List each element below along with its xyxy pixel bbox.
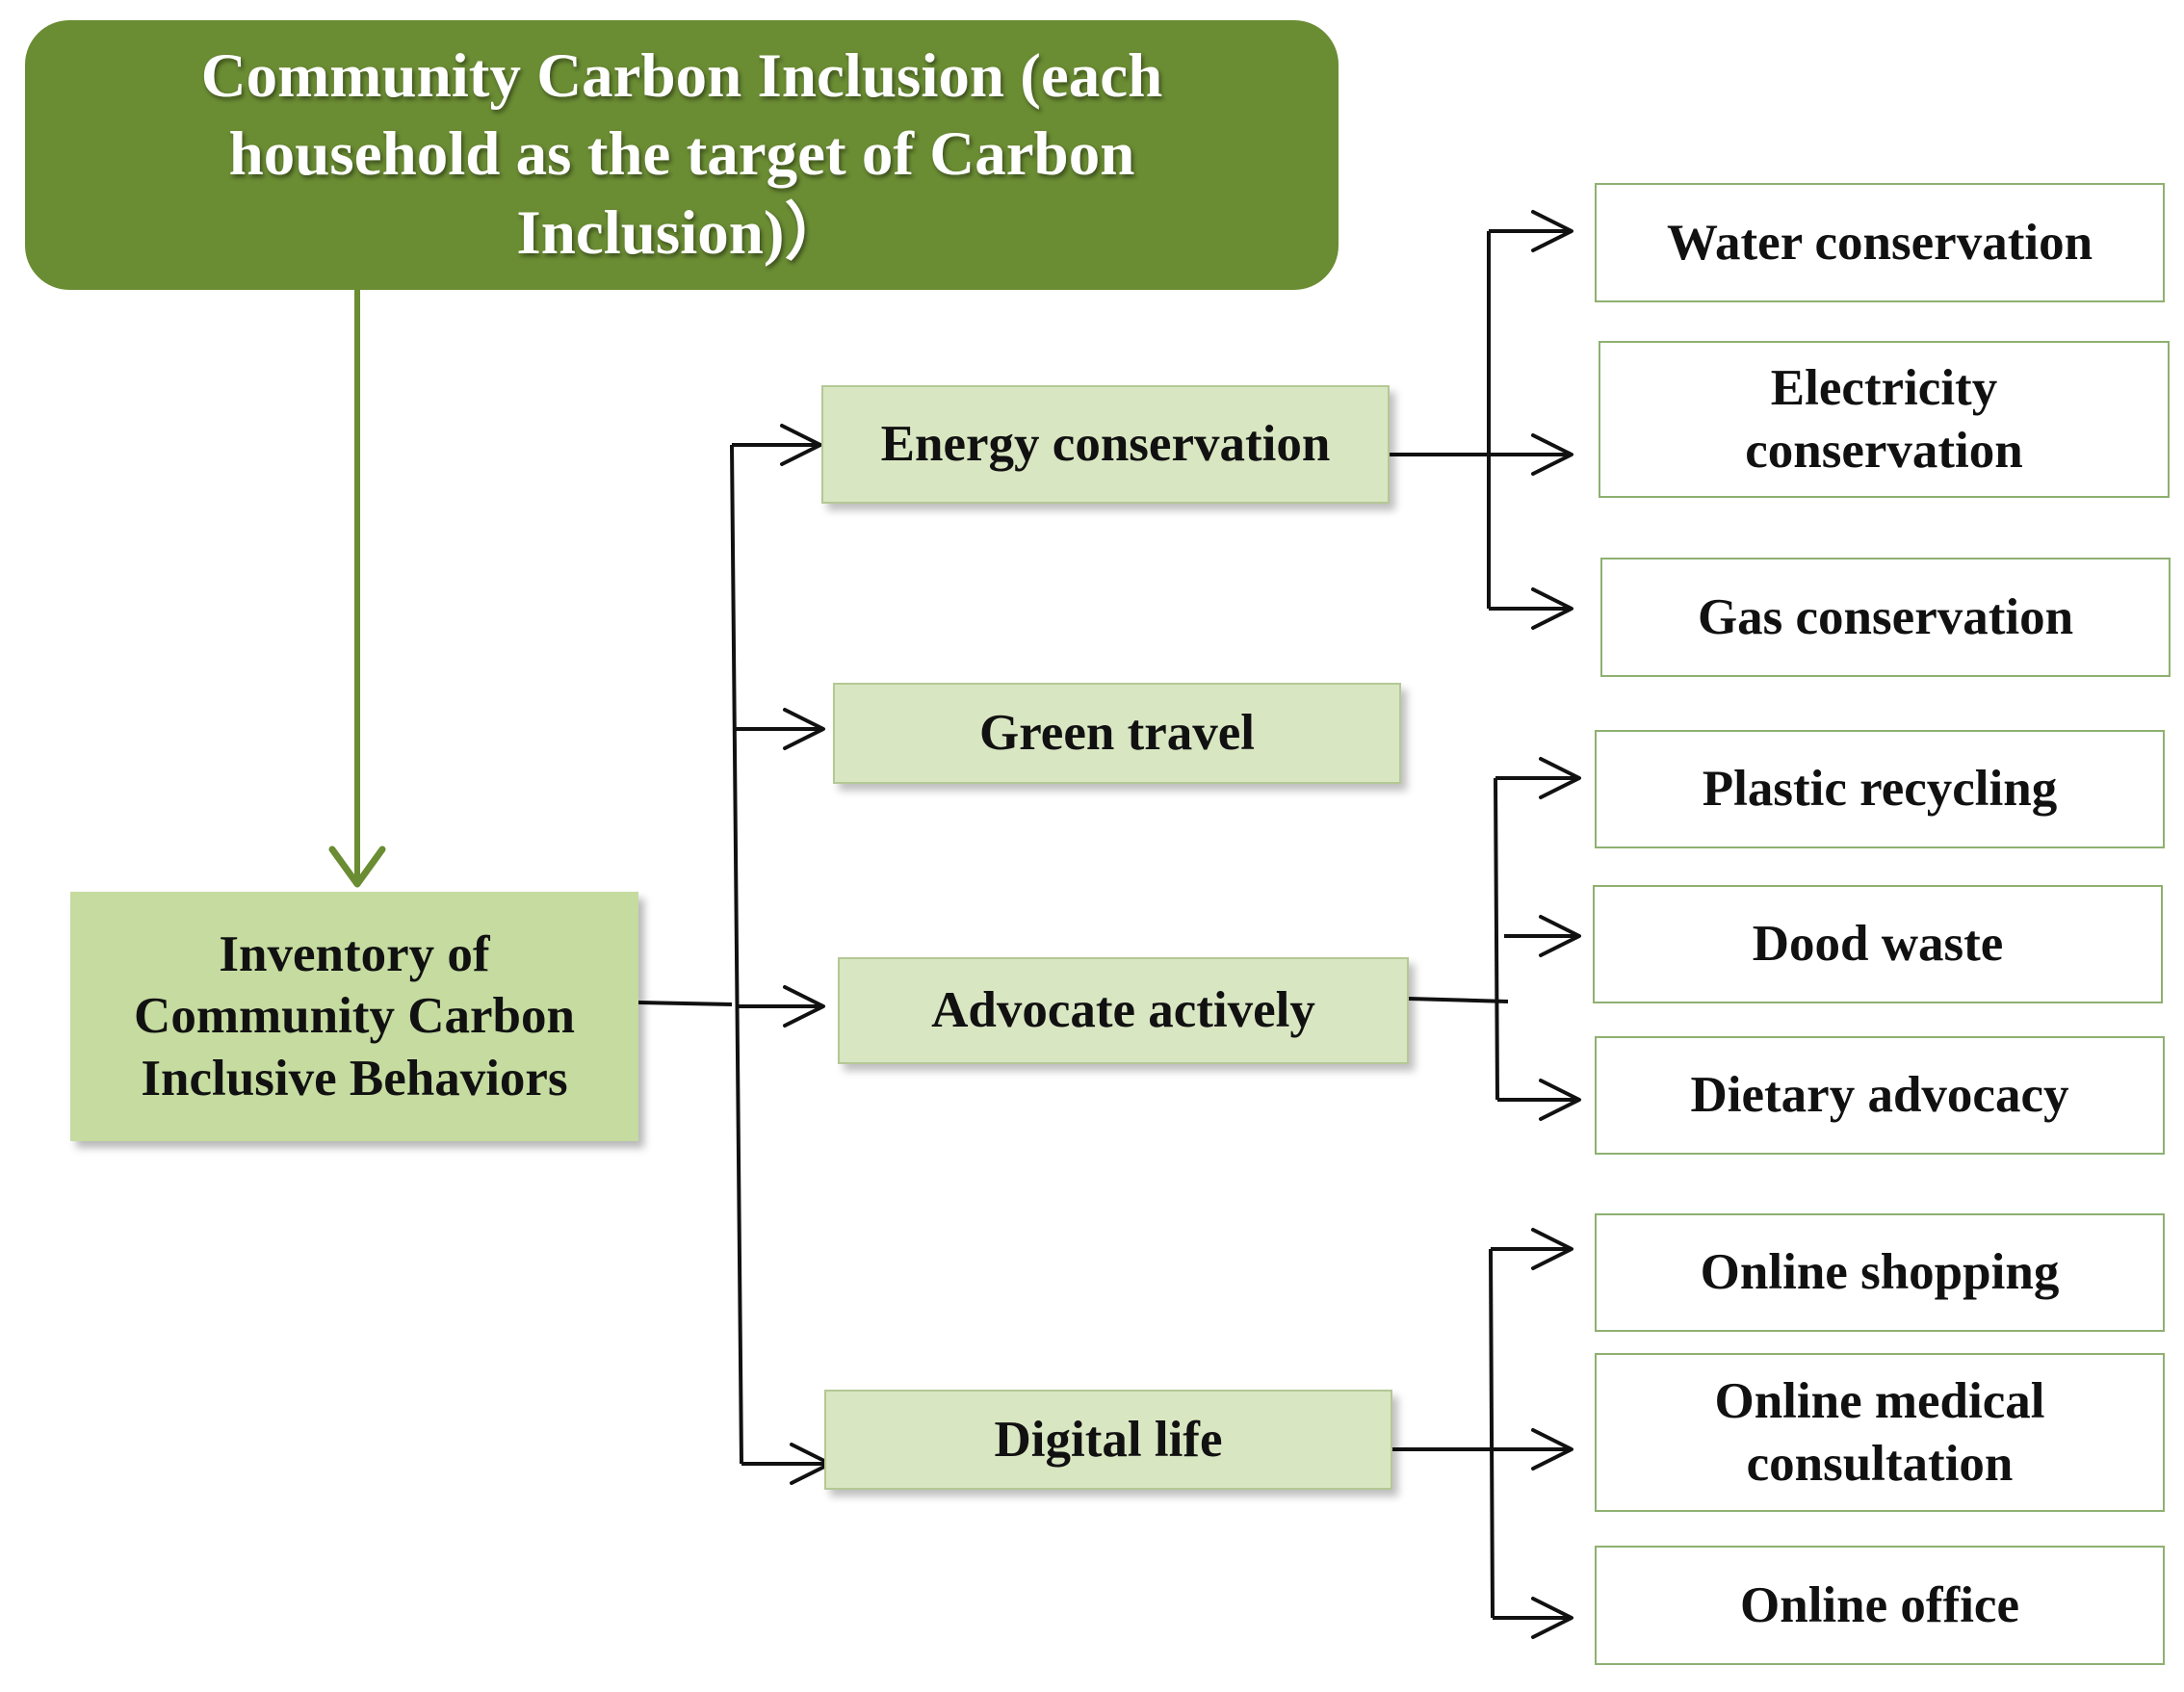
- community-carbon-inclusion-box: Community Carbon Inclusion (each househo…: [25, 20, 1339, 290]
- dietary-advocacy-box: Dietary advocacy: [1595, 1036, 2165, 1155]
- digital-life-box: Digital life: [824, 1390, 1392, 1490]
- digital-life-label: Digital life: [994, 1411, 1223, 1468]
- root-label-line-3: Inclusive Behaviors: [141, 1050, 568, 1106]
- electricity-conservation-label-line-2: conservation: [1745, 422, 2023, 479]
- online-office-box: Online office: [1595, 1546, 2165, 1665]
- energy-conservation-box: Energy conservation: [821, 385, 1390, 504]
- online-medical-consultation-label-line-1: Online medical: [1714, 1372, 2045, 1429]
- gas-conservation-label: Gas conservation: [1697, 588, 2074, 645]
- advocate-to-leaves-connector: [1408, 757, 1581, 1121]
- root-label-line-1: Inventory of: [219, 925, 490, 982]
- dood-waste-box: Dood waste: [1593, 885, 2163, 1003]
- plastic-recycling-label: Plastic recycling: [1702, 761, 2058, 818]
- online-shopping-label: Online shopping: [1700, 1244, 2060, 1301]
- online-medical-consultation-label-line-2: consultation: [1746, 1435, 2014, 1492]
- root-to-categories-connector: [637, 424, 832, 1485]
- online-shopping-box: Online shopping: [1595, 1213, 2165, 1332]
- dietary-advocacy-label: Dietary advocacy: [1690, 1067, 2069, 1124]
- water-conservation-label: Water conservation: [1666, 214, 2093, 271]
- top-to-root-arrow: [328, 290, 386, 888]
- plastic-recycling-box: Plastic recycling: [1595, 730, 2165, 848]
- advocate-actively-label: Advocate actively: [931, 982, 1315, 1039]
- top-title-line-2: household as the target of Carbon: [228, 119, 1135, 190]
- green-travel-box: Green travel: [833, 683, 1401, 784]
- energy-to-leaves-connector: [1390, 210, 1573, 630]
- gas-conservation-box: Gas conservation: [1600, 558, 2171, 677]
- green-travel-label: Green travel: [979, 705, 1255, 762]
- online-medical-consultation-box: Online medical consultation: [1595, 1353, 2165, 1512]
- water-conservation-box: Water conservation: [1595, 183, 2165, 302]
- inventory-root-box: Inventory of Community Carbon Inclusive …: [70, 892, 638, 1141]
- electricity-conservation-box: Electricity conservation: [1599, 341, 2170, 498]
- dood-waste-label: Dood waste: [1752, 916, 2004, 973]
- top-title-line-3: Inclusion)）: [516, 197, 847, 268]
- digital-to-leaves-connector: [1392, 1228, 1573, 1639]
- root-label-line-2: Community Carbon: [134, 988, 575, 1045]
- electricity-conservation-label-line-1: Electricity: [1770, 359, 1998, 416]
- top-title-line-1: Community Carbon Inclusion (each: [200, 41, 1163, 112]
- energy-conservation-label: Energy conservation: [880, 416, 1331, 473]
- advocate-actively-box: Advocate actively: [838, 957, 1409, 1064]
- online-office-label: Online office: [1740, 1576, 2019, 1633]
